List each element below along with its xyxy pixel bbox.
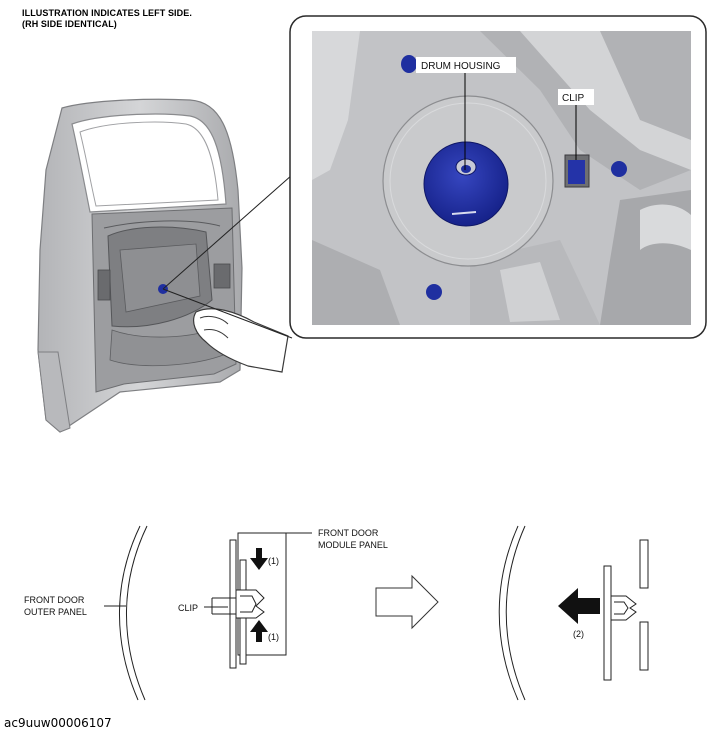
step1-bottom-label: (1) xyxy=(268,632,279,642)
clip-section-label: CLIP xyxy=(178,603,198,613)
figure-id: ac9uuw00006107 xyxy=(4,716,112,730)
section-before: FRONT DOOR OUTER PANEL FRONT DOOR MODULE… xyxy=(24,525,388,701)
push-up-arrow xyxy=(250,620,268,642)
fastener-right xyxy=(611,161,627,177)
note-line-1: ILLUSTRATION INDICATES LEFT SIDE. xyxy=(22,8,192,18)
clip-part xyxy=(564,154,590,188)
fastener-bottom xyxy=(426,284,442,300)
transition-arrow-icon xyxy=(375,574,439,630)
front-door-illustration xyxy=(37,98,243,433)
detail-view: DRUM HOUSING CLIP xyxy=(289,15,707,339)
module-panel-label-2: MODULE PANEL xyxy=(318,540,388,550)
fastener-top xyxy=(401,55,417,73)
detail-leader-lines xyxy=(162,174,293,339)
drum-housing-callout: DRUM HOUSING xyxy=(416,57,516,170)
outer-panel-label-1: FRONT DOOR xyxy=(24,595,85,605)
note-line-2: (RH SIDE IDENTICAL) xyxy=(22,19,117,29)
drum-housing-label: DRUM HOUSING xyxy=(421,61,501,72)
outer-panel-label-2: OUTER PANEL xyxy=(24,607,87,617)
step2-label: (2) xyxy=(573,629,584,639)
push-down-arrow xyxy=(250,548,268,570)
drum-housing xyxy=(423,141,509,227)
step1-top-label: (1) xyxy=(268,556,279,566)
clip-callout: CLIP xyxy=(558,89,594,160)
pull-arrow xyxy=(558,588,600,624)
hand-illustration xyxy=(193,308,289,373)
section-after: (2) xyxy=(498,525,649,701)
illustration-note: ILLUSTRATION INDICATES LEFT SIDE. (RH SI… xyxy=(22,8,192,30)
module-panel-label-1: FRONT DOOR xyxy=(318,528,379,538)
clip-detail-label: CLIP xyxy=(562,93,585,104)
